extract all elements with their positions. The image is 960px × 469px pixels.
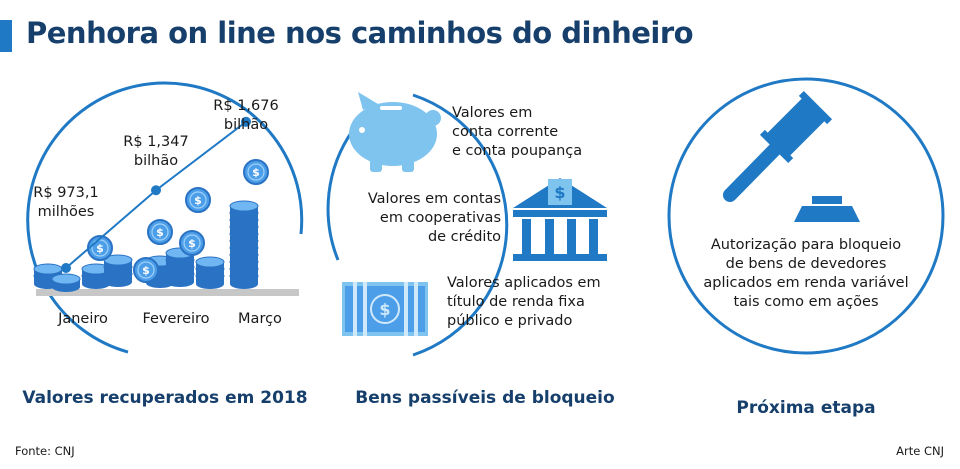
panel2-circle-left-arc <box>326 129 355 261</box>
data-label-marco-unit: bilhão <box>223 117 269 133</box>
panel3-line2: de bens de devedores <box>725 256 887 272</box>
panel2-item2-line3: de crédito <box>427 229 501 245</box>
chart-point-2 <box>241 116 251 127</box>
panel2-item3-line2: título de renda fixa <box>447 294 585 310</box>
data-label-fevereiro-value: R$ 1,347 <box>123 134 189 150</box>
panel2-item2-line2: em cooperativas <box>379 210 501 226</box>
panel1-circle-arc <box>26 81 304 354</box>
chart-plot-area <box>61 116 251 273</box>
panel2-circle-right-arc <box>412 93 509 357</box>
data-label-fevereiro-unit: bilhão <box>133 153 179 169</box>
title-accent-bar <box>0 20 12 52</box>
coin-piles <box>33 159 269 293</box>
data-label-marco-value: R$ 1,676 <box>213 98 279 114</box>
panel2-item1-line1: Valores em <box>452 105 533 121</box>
gavel-icon <box>723 90 860 222</box>
chart-point-0 <box>61 262 71 273</box>
panel2-item-fixed-income: Valores aplicados em título de renda fix… <box>447 274 601 331</box>
chart-point-1 <box>151 185 161 196</box>
banknotes-icon: $ <box>342 282 428 336</box>
chart-ground-shelf <box>36 289 299 296</box>
data-label-janeiro: R$ 973,1 milhões <box>16 184 116 222</box>
panel1-label: Valores recuperados em 2018 <box>22 388 308 408</box>
data-label-janeiro-unit: milhões <box>37 204 95 220</box>
panel3-line1: Autorização para bloqueio <box>710 237 902 253</box>
footer-source: Fonte: CNJ <box>15 444 75 458</box>
panel2-item3-line3: público e privado <box>447 313 573 329</box>
panel3-description: Autorização para bloqueio de bens de dev… <box>686 236 926 312</box>
x-tick-label-fevereiro: Fevereiro <box>142 311 210 327</box>
panel3-circle <box>667 77 945 355</box>
panel2-item3-line1: Valores aplicados em <box>447 275 601 291</box>
data-label-fevereiro: R$ 1,347 bilhão <box>106 133 206 171</box>
panel2-item-checking-savings: Valores em conta corrente e conta poupan… <box>452 104 582 161</box>
data-label-janeiro-value: R$ 973,1 <box>33 185 99 201</box>
panel2-label: Bens passíveis de bloqueio <box>355 388 615 408</box>
x-tick-label-marco: Março <box>238 311 282 327</box>
panel2-item1-line3: e conta poupança <box>452 143 583 159</box>
bank-building-icon: $ <box>513 178 607 261</box>
panel3-line4: tais como em ações <box>733 294 879 310</box>
piggy-bank-icon <box>349 92 441 172</box>
panel2-item2-line1: Valores em contas <box>367 191 501 207</box>
footer-credit: Arte CNJ <box>896 444 944 458</box>
page-title: Penhora on line nos caminhos do dinheiro <box>26 16 694 50</box>
panel3-line3: aplicados em renda variável <box>703 275 909 291</box>
svg-text:$: $ <box>554 183 565 202</box>
panel2-item-cooperatives: Valores em contas em cooperativas de cré… <box>364 190 501 247</box>
data-label-marco: R$ 1,676 bilhão <box>196 97 296 135</box>
panel3-label: Próxima etapa <box>736 398 876 418</box>
svg-text:$: $ <box>379 300 390 319</box>
x-tick-label-janeiro: Janeiro <box>58 311 108 327</box>
panel2-item1-line2: conta corrente <box>452 124 559 140</box>
